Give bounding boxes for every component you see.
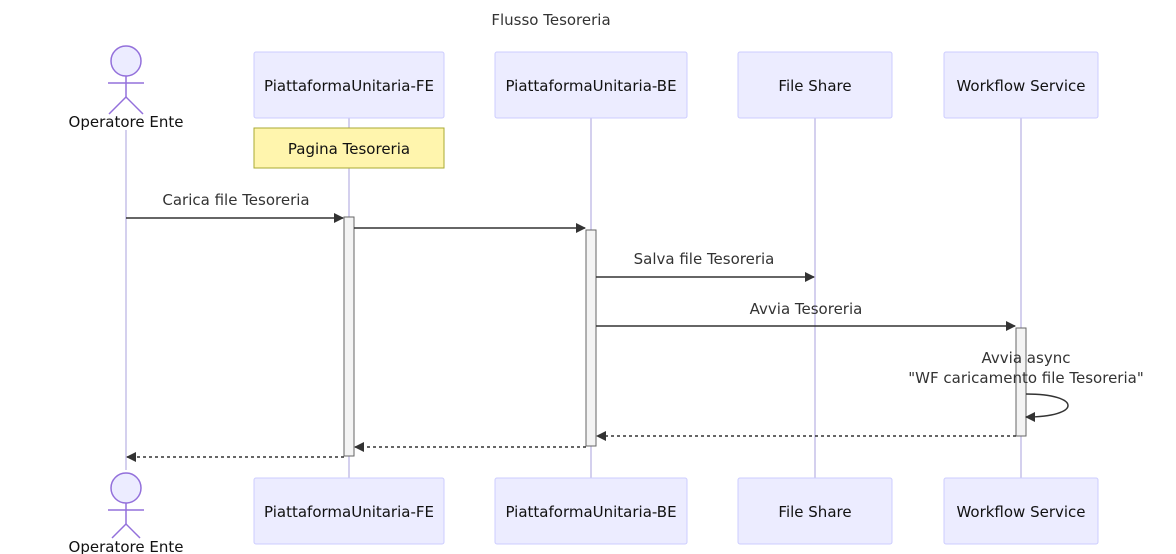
participant-be-top: PiattaformaUnitaria-BE (494, 51, 688, 119)
participant-be-label: PiattaformaUnitaria-BE (505, 503, 676, 521)
participant-fileshare-top: File Share (737, 51, 893, 119)
participant-be-bottom: PiattaformaUnitaria-BE (494, 477, 688, 545)
actor-label-bottom: Operatore Ente (69, 538, 184, 554)
participant-workflow-top: Workflow Service (943, 51, 1099, 119)
actor-head-icon (110, 45, 142, 77)
activation-fe (343, 216, 355, 457)
note-pagina-tesoreria: Pagina Tesoreria (253, 127, 445, 169)
message-async-label-line1: Avvia async (982, 349, 1071, 367)
diagram-title: Flusso Tesoreria (491, 11, 610, 29)
participant-workflow-label: Workflow Service (956, 503, 1085, 521)
message-avvia-label: Avvia Tesoreria (750, 300, 863, 318)
participant-workflow-label: Workflow Service (956, 77, 1085, 95)
activation-be (585, 229, 597, 447)
message-salva-label: Salva file Tesoreria (634, 250, 775, 268)
participant-fe-bottom: PiattaformaUnitaria-FE (253, 477, 445, 545)
participant-fileshare-label: File Share (778, 503, 851, 521)
participant-fe-label: PiattaformaUnitaria-FE (264, 503, 434, 521)
actor-operatore-bottom: Operatore Ente (69, 472, 184, 554)
message-async-label-line2: "WF caricamento file Tesoreria" (908, 369, 1143, 387)
participant-fileshare-bottom: File Share (737, 477, 893, 545)
message-async-selfloop (1025, 393, 1069, 422)
message-carica-label: Carica file Tesoreria (162, 191, 309, 209)
actor-head-icon (110, 472, 142, 504)
note-label: Pagina Tesoreria (288, 140, 410, 158)
participant-be-label: PiattaformaUnitaria-BE (505, 77, 676, 95)
actor-label-top: Operatore Ente (69, 113, 184, 131)
participant-fe-top: PiattaformaUnitaria-FE (253, 51, 445, 119)
participant-fe-label: PiattaformaUnitaria-FE (264, 77, 434, 95)
activation-workflow (1015, 327, 1027, 437)
participant-fileshare-label: File Share (778, 77, 851, 95)
participant-workflow-bottom: Workflow Service (943, 477, 1099, 545)
actor-operatore-top: Operatore Ente (69, 45, 184, 131)
